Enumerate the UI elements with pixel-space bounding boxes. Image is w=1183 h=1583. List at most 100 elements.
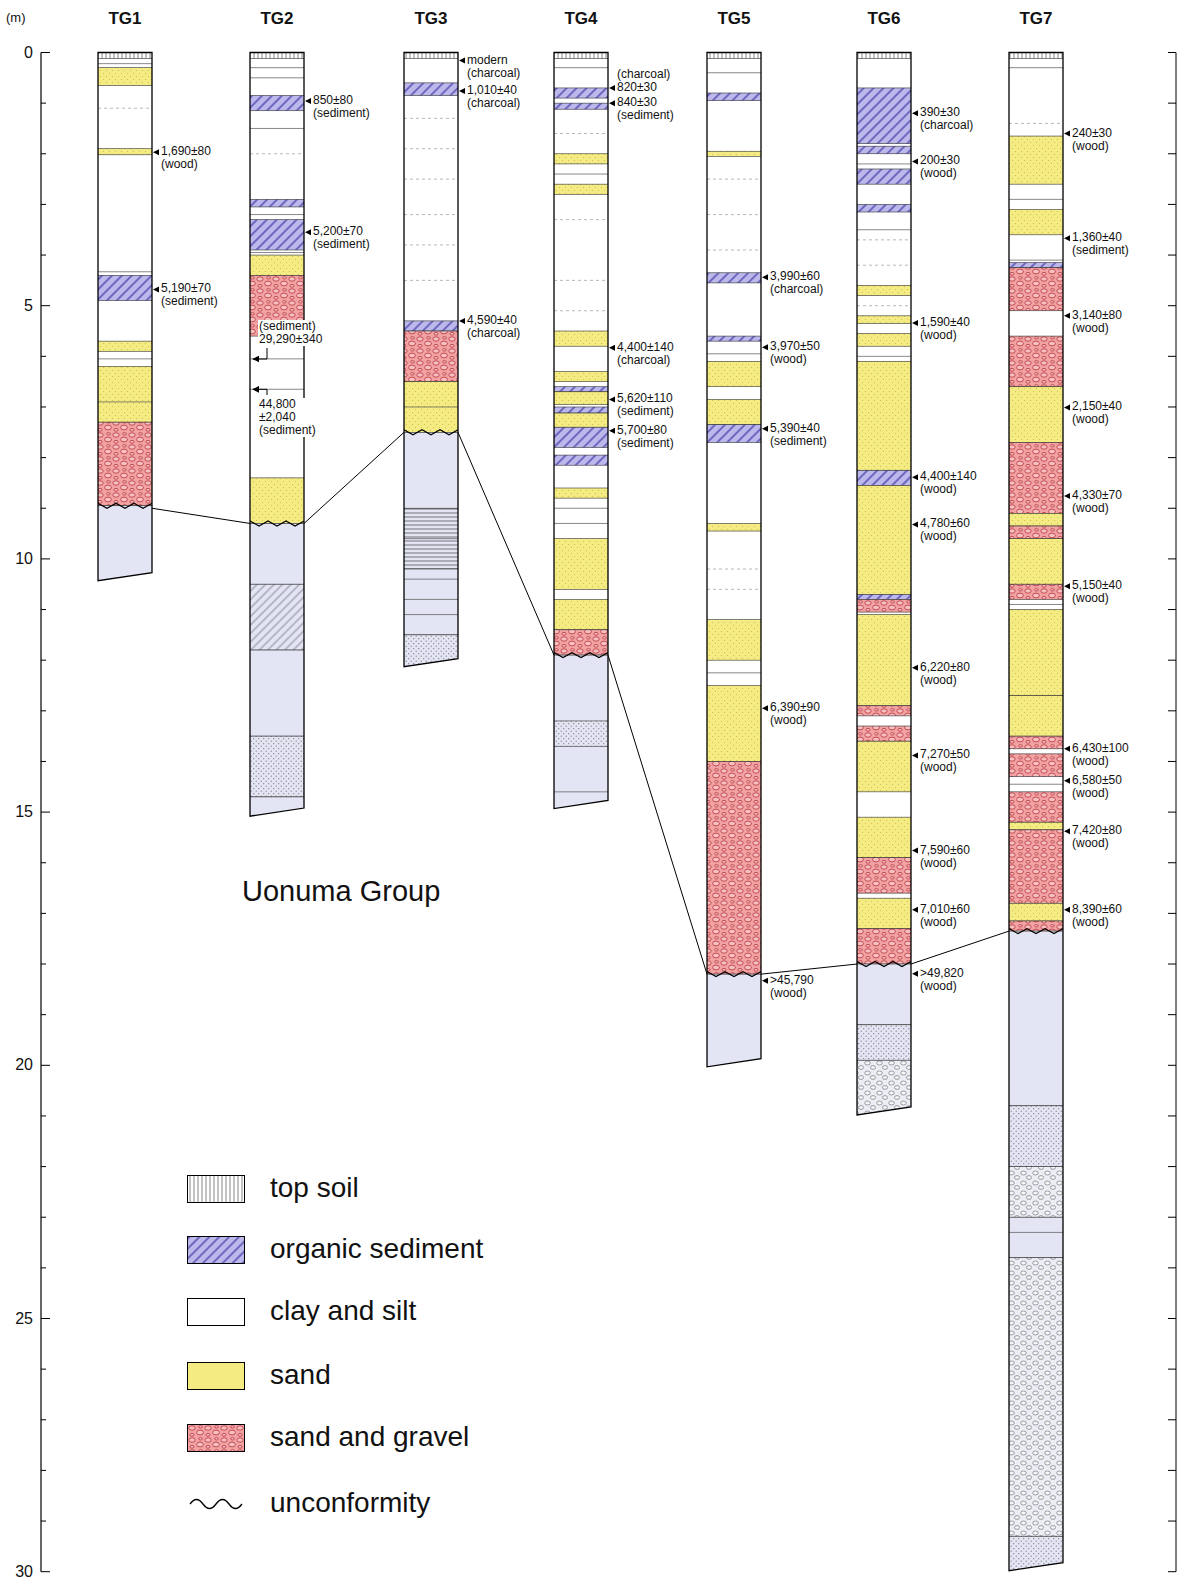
radiocarbon-date: 3,970±50 (wood): [769, 340, 821, 366]
sediment-layer: [1007, 526, 1065, 539]
topsoil-layer: [705, 53, 763, 59]
layer-boundary: [554, 791, 608, 792]
sediment-layer: [705, 523, 763, 531]
axis-tick: [1168, 1267, 1176, 1268]
sample-marker: [459, 58, 465, 64]
sediment-layer: [855, 599, 913, 612]
sediment-layer: [1007, 539, 1065, 585]
depth-number: 15: [2, 802, 33, 822]
axis-tick: [1168, 1115, 1176, 1116]
sediment-layer: [402, 321, 460, 331]
core-log: [855, 51, 913, 1160]
sediment-layer: [552, 88, 610, 98]
radiocarbon-date: 6,580±50 (wood): [1071, 774, 1123, 800]
layer-boundary: [857, 265, 911, 266]
axis-tick: [1168, 356, 1176, 357]
radiocarbon-date: 5,200±70 (sediment): [312, 225, 371, 251]
layer-boundary: [98, 358, 152, 359]
sediment-layer: [552, 539, 610, 590]
legend-label: unconformity: [270, 1486, 430, 1520]
sediment-layer: [552, 630, 610, 655]
radiocarbon-date: 4,400±140 (charcoal): [616, 341, 675, 367]
radiocarbon-date: 6,390±90 (wood): [769, 701, 821, 727]
sediment-layer: [855, 485, 913, 594]
layer-boundary: [404, 280, 458, 281]
sediment-layer: [1007, 736, 1065, 749]
sediment-layer: [552, 154, 610, 164]
layer-boundary: [707, 353, 761, 354]
clay-layer: [248, 51, 306, 861]
sediment-layer: [705, 273, 763, 283]
layer-boundary: [857, 356, 911, 357]
axis-tick: [41, 1419, 46, 1420]
sample-marker: [762, 274, 768, 280]
axis-tick: [1168, 305, 1176, 306]
sample-marker: [912, 907, 918, 913]
correlation-line: [152, 508, 250, 523]
sediment-layer: [96, 149, 154, 155]
axis-tick: [1168, 710, 1176, 711]
sediment-layer: [248, 478, 306, 524]
axis-tick: [1168, 1065, 1176, 1066]
layer-boundary: [1009, 784, 1063, 785]
correlation-line: [911, 931, 1009, 964]
layer-boundary: [250, 128, 304, 129]
sample-marker: [1064, 583, 1070, 589]
layer-boundary: [250, 252, 304, 253]
sample-marker: [912, 474, 918, 480]
correlation-line: [458, 432, 554, 655]
sediment-layer: [402, 569, 460, 635]
axis-tick: [41, 255, 46, 256]
sediment-layer: [855, 817, 913, 858]
radiocarbon-date: 8,390±60 (wood): [1071, 903, 1123, 929]
radiocarbon-date: 3,990±60 (charcoal): [769, 270, 824, 296]
sediment-layer: [705, 361, 763, 386]
sediment-layer: [855, 470, 913, 485]
sediment-layer: [402, 508, 460, 569]
column-name: TG3: [414, 9, 447, 29]
layer-boundary: [404, 148, 458, 149]
axis-tick: [1168, 609, 1176, 610]
radiocarbon-date: modern (charcoal): [466, 54, 521, 80]
sediment-layer: [705, 425, 763, 443]
radiocarbon-date: 1,590±40 (wood): [919, 316, 971, 342]
axis-tick: [1168, 812, 1176, 813]
sample-marker: [1064, 313, 1070, 319]
legend-swatch: [187, 1236, 245, 1264]
sample-marker: [912, 320, 918, 326]
depth-number: 30: [2, 1562, 33, 1582]
layer-boundary: [857, 305, 911, 306]
core-column: TG4: [554, 53, 608, 805]
correlation-line: [761, 964, 857, 974]
topsoil-layer: [96, 53, 154, 59]
layer-boundary: [404, 599, 458, 600]
sediment-layer: [552, 407, 610, 413]
sediment-layer: [855, 706, 913, 716]
sample-marker: [912, 665, 918, 671]
layer-boundary: [554, 67, 608, 68]
layer-boundary: [1009, 199, 1063, 200]
sediment-layer: [1007, 696, 1065, 737]
axis-tick: [1168, 660, 1176, 661]
axis-tick: [1168, 406, 1176, 407]
sediment-layer: [705, 761, 763, 974]
clay-layer: [705, 51, 763, 1112]
sediment-layer: [402, 432, 460, 508]
radiocarbon-date: 5,390±40 (sediment): [769, 422, 828, 448]
legend-label: top soil: [270, 1171, 359, 1205]
sediment-layer: [1007, 792, 1065, 822]
axis-tick: [41, 812, 50, 813]
topsoil-layer: [402, 53, 460, 59]
radiocarbon-date: 4,400±140 (wood): [919, 470, 978, 496]
axis-tick: [41, 660, 46, 661]
axis-tick: [1168, 1217, 1176, 1218]
sediment-layer: [1007, 903, 1065, 921]
radiocarbon-date: 1,690±80 (wood): [160, 145, 212, 171]
axis-tick: [41, 1267, 46, 1268]
axis-tick: [41, 1571, 50, 1572]
sample-marker: [609, 85, 615, 91]
